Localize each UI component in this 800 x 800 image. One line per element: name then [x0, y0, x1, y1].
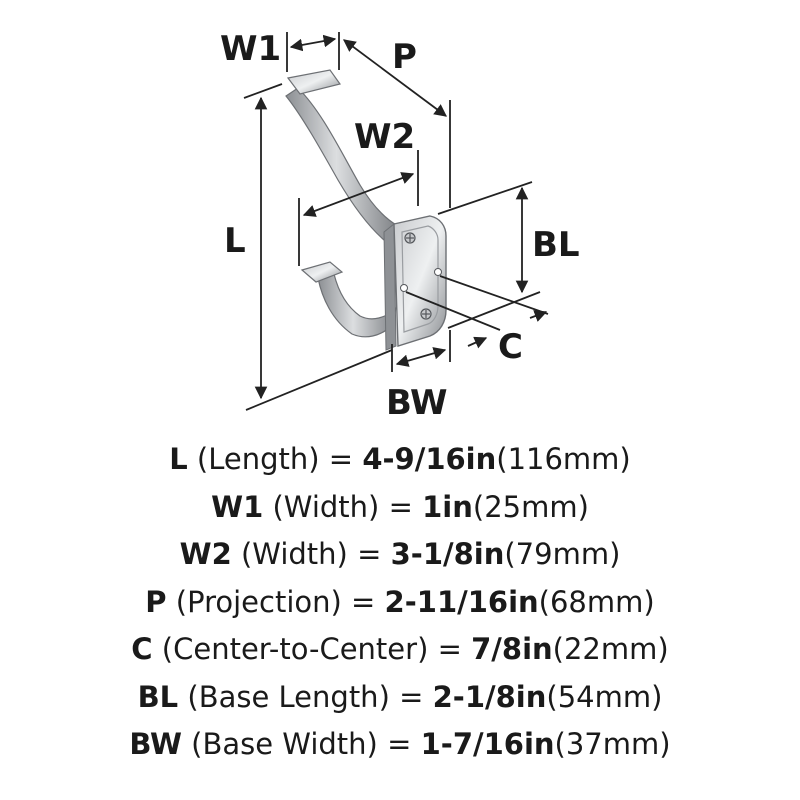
- spec-abbr: BL: [137, 679, 179, 714]
- spec-metric: (54mm): [546, 679, 663, 714]
- label-bl: BL: [532, 225, 580, 265]
- mount-hole-1: [400, 284, 408, 292]
- lower-tip: [300, 261, 344, 283]
- spec-desc: (Base Width) =: [181, 727, 421, 761]
- spec-value: 1-7/16in: [420, 727, 555, 761]
- spec-value: 3-1/8in: [390, 537, 505, 571]
- base-plate: [393, 215, 447, 347]
- spec-metric: (37mm): [554, 727, 671, 761]
- w2-arrow: [302, 172, 415, 217]
- spec-line: W1 (Width) = 1in(25mm): [0, 484, 800, 532]
- hook-illustration: [285, 69, 447, 351]
- spec-metric: (79mm): [504, 537, 621, 571]
- spec-line: BW (Base Width) = 1-7/16in(37mm): [0, 721, 800, 769]
- spec-desc: (Base Length) =: [178, 679, 433, 714]
- spec-metric: (22mm): [552, 632, 669, 666]
- spec-desc: (Length) =: [187, 442, 363, 476]
- spec-list: L (Length) = 4-9/16in(116mm)W1 (Width) =…: [0, 436, 800, 769]
- spec-desc: (Width) =: [263, 489, 423, 524]
- w1-arrow: [289, 34, 337, 52]
- p-arrow: [342, 39, 448, 117]
- spec-value: 1in: [422, 489, 473, 524]
- lower-hook: [317, 273, 398, 338]
- spec-abbr: P: [145, 584, 167, 619]
- l-extension-bottom: [245, 349, 393, 411]
- spec-metric: (25mm): [472, 489, 589, 524]
- spec-metric: (116mm): [496, 442, 631, 476]
- spec-line: L (Length) = 4-9/16in(116mm): [0, 436, 800, 484]
- spec-line: BL (Base Length) = 2-1/8in(54mm): [0, 674, 800, 722]
- spec-value: 4-9/16in: [362, 442, 497, 476]
- mount-hole-2: [434, 268, 442, 276]
- spec-abbr: BW: [129, 727, 182, 761]
- l-extension-top: [243, 83, 283, 99]
- spec-abbr: W2: [179, 537, 232, 571]
- bl-extension-bottom: [447, 291, 541, 329]
- spec-desc: (Center-to-Center) =: [152, 632, 472, 666]
- spec-abbr: L: [169, 442, 188, 476]
- spec-line: C (Center-to-Center) = 7/8in(22mm): [0, 626, 800, 674]
- hook-drawing: W1 P W2 L BL C BW: [220, 29, 580, 423]
- c-extension-top: [439, 275, 549, 315]
- spec-value: 2-1/8in: [432, 679, 547, 714]
- bw-arrow: [395, 347, 447, 367]
- spec-metric: (68mm): [538, 584, 655, 619]
- label-c: C: [498, 327, 523, 367]
- spec-abbr: C: [131, 632, 153, 666]
- base-plate-inset: [401, 225, 439, 333]
- dimension-lines: [243, 32, 549, 411]
- label-l: L: [224, 221, 246, 261]
- label-w1: W1: [220, 29, 281, 69]
- spec-line: P (Projection) = 2-11/16in(68mm): [0, 579, 800, 627]
- upper-arm: [285, 87, 399, 241]
- spec-desc: (Width) =: [231, 537, 391, 571]
- bl-extension-top: [437, 181, 533, 215]
- spec-desc: (Projection) =: [166, 584, 385, 619]
- label-p: P: [392, 37, 417, 77]
- c-extension-bottom: [405, 291, 501, 331]
- spec-value: 7/8in: [471, 632, 553, 666]
- c-arrow: [529, 310, 548, 322]
- base-plate-side: [383, 222, 397, 351]
- spec-line: W2 (Width) = 3-1/8in(79mm): [0, 531, 800, 579]
- upper-tip: [286, 69, 342, 95]
- label-w2: W2: [354, 117, 415, 157]
- spec-abbr: W1: [211, 489, 264, 524]
- label-bw: BW: [386, 383, 448, 423]
- c-arrow-lower: [467, 336, 488, 349]
- spec-value: 2-11/16in: [384, 584, 539, 619]
